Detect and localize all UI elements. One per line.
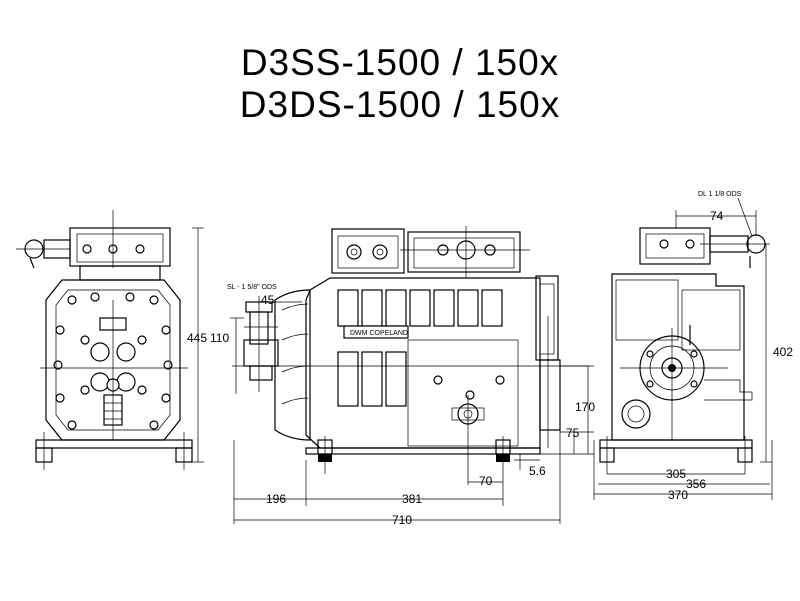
- right-end-view: [593, 197, 773, 500]
- discharge-line-label: DL 1 1/8 ODS: [698, 191, 742, 198]
- dim-70: 70: [479, 474, 493, 488]
- dim-196: 196: [266, 492, 286, 506]
- drawing-title-line2: D3DS-1500 / 150x: [239, 84, 561, 125]
- left-end-view: [16, 210, 204, 470]
- side-view: [230, 226, 594, 524]
- dim-370: 370: [668, 488, 688, 502]
- dim-45: 45: [261, 293, 275, 307]
- dim-305: 305: [666, 467, 686, 481]
- dim-75: 75: [566, 426, 580, 440]
- dim-74: 74: [710, 209, 724, 223]
- nameplate-label: DWM COPELAND: [350, 330, 408, 337]
- dim-356: 356: [686, 477, 706, 491]
- dim-710: 710: [392, 513, 412, 527]
- suction-line-label: SL - 1 5/8" ODS: [227, 284, 277, 291]
- dim-381: 381: [402, 492, 422, 506]
- dim-110: 110: [210, 331, 229, 345]
- dim-445: 445: [187, 331, 207, 345]
- dim-5-6: 5.6: [529, 464, 546, 478]
- dim-170: 170: [575, 400, 595, 414]
- drawing-title-line1: D3SS-1500 / 150x: [240, 42, 560, 83]
- dim-402: 402: [773, 345, 793, 359]
